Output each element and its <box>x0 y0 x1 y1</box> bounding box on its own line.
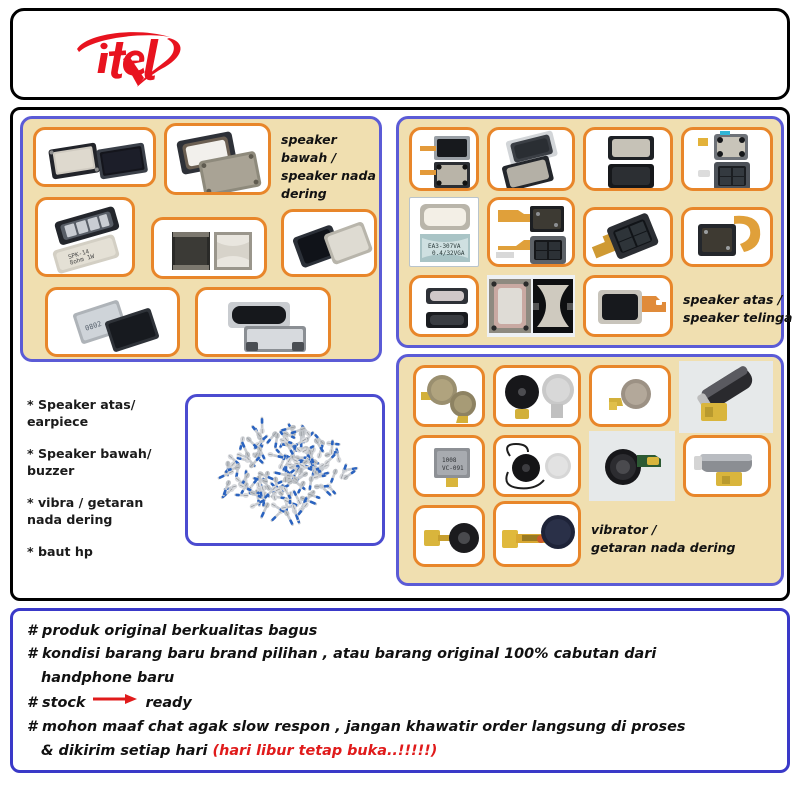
note-ship-text: & dikirim setiap hari <box>41 742 208 759</box>
product-cell[interactable] <box>679 361 773 433</box>
bullet-item: * baut hp <box>27 544 93 559</box>
note-line-1: # produk original berkualitas bagus <box>27 623 318 639</box>
note-line-6: & dikirim setiap hari (hari libur tetap … <box>27 740 773 763</box>
product-cell[interactable] <box>589 431 675 501</box>
note-line-2: # kondisi barang baru brand pilihan , at… <box>27 646 657 663</box>
svg-text:0.4/32VGA: 0.4/32VGA <box>432 250 465 257</box>
svg-text:1008: 1008 <box>442 457 457 464</box>
product-cell[interactable] <box>164 123 271 195</box>
bullet-item: * Speaker atas/ earpiece <box>27 397 136 429</box>
product-cell[interactable] <box>583 275 673 337</box>
product-cell[interactable]: SPK-14 8ohm 1W <box>35 197 135 277</box>
note-stock-value: ready <box>145 695 192 712</box>
product-cell[interactable] <box>487 275 575 337</box>
note-stock-label: # stock <box>27 695 86 712</box>
product-cell[interactable] <box>195 287 331 357</box>
product-cell[interactable] <box>493 365 581 427</box>
note-line-stock: # stock ready <box>27 690 773 716</box>
notes-box: # produk original berkualitas bagus # ko… <box>10 608 790 773</box>
product-cell[interactable]: 0802 <box>45 287 180 357</box>
panel-speaker-bawah: speaker bawah / speaker nada dering <box>20 116 382 362</box>
product-cell[interactable] <box>409 127 479 191</box>
screw-pile-icon <box>217 416 359 526</box>
header-box <box>10 8 790 100</box>
note-line-3: handphone baru <box>41 669 175 686</box>
caption-vibrator: vibrator / getaran nada dering <box>591 522 736 556</box>
products-frame: speaker bawah / speaker nada dering <box>10 107 792 601</box>
panel-vibrator: 1008 VC-091 <box>396 354 784 586</box>
product-cell[interactable] <box>151 217 267 279</box>
product-cell[interactable]: 1008 VC-091 <box>413 435 485 497</box>
bullet-item: * Speaker bawah/ buzzer <box>27 446 152 478</box>
panel-speaker-atas: EA3-307VA 0.4/32VGA <box>396 116 792 348</box>
note-holiday-text: (hari libur tetap buka..!!!!!) <box>212 742 438 759</box>
product-cell[interactable] <box>413 365 485 427</box>
itel-logo <box>65 23 195 89</box>
arrow-icon <box>92 690 138 713</box>
caption-speaker-bawah: speaker bawah / speaker nada dering <box>281 132 376 202</box>
caption-speaker-atas: speaker atas / speaker telinga <box>683 292 793 326</box>
product-cell[interactable] <box>583 127 673 191</box>
product-cell[interactable] <box>487 127 575 191</box>
product-cell[interactable] <box>681 207 773 267</box>
product-cell[interactable] <box>493 435 581 497</box>
product-cell[interactable] <box>683 435 771 497</box>
product-cell[interactable] <box>487 197 575 267</box>
product-cell[interactable] <box>589 365 671 427</box>
product-cell[interactable] <box>413 505 485 567</box>
svg-text:EA3-307VA: EA3-307VA <box>428 243 461 250</box>
product-cell[interactable]: EA3-307VA 0.4/32VGA <box>409 197 479 267</box>
bullet-item: * vibra / getaran nada dering <box>27 495 144 527</box>
feature-bullets: * Speaker atas/ earpiece * Speaker bawah… <box>27 396 202 575</box>
product-cell[interactable] <box>409 275 479 337</box>
product-cell[interactable] <box>681 127 773 191</box>
product-cell[interactable] <box>281 209 377 277</box>
product-cell[interactable] <box>583 207 673 267</box>
product-cell[interactable] <box>493 501 581 567</box>
product-cell[interactable] <box>33 127 156 187</box>
screws-photo[interactable] <box>185 394 385 546</box>
svg-text:VC-091: VC-091 <box>442 465 464 472</box>
note-line-5: # mohon maaf chat agak slow respon , jan… <box>27 719 686 736</box>
